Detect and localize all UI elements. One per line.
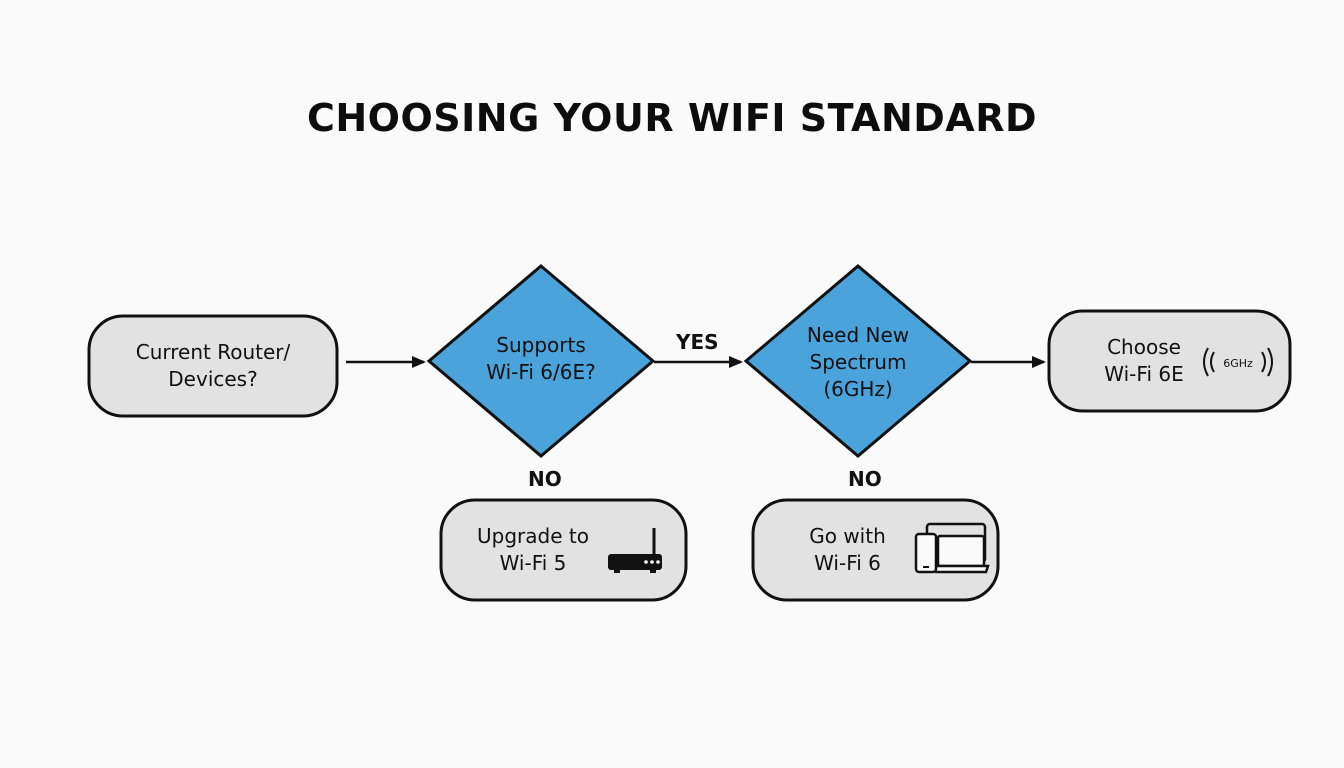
result-wifi5-label: Upgrade to Wi-Fi 5 bbox=[458, 500, 608, 600]
decision-support-label: Supports Wi-Fi 6/6E? bbox=[461, 318, 621, 400]
result-wifi6-line2: Wi-Fi 6 bbox=[814, 551, 881, 575]
decision-spectrum-line1: Need New bbox=[806, 322, 910, 347]
decision-support-line1: Supports bbox=[496, 333, 586, 357]
router-icon bbox=[608, 528, 662, 573]
result-wifi6-line1: Go with bbox=[809, 524, 886, 548]
decision-spectrum-diamond bbox=[743, 264, 973, 458]
result-6e-label: Choose Wi-Fi 6E bbox=[1088, 311, 1200, 411]
result-6e-line1: Choose bbox=[1107, 335, 1181, 359]
result-wifi5-line2: Wi-Fi 5 bbox=[499, 551, 567, 575]
diagram-title: CHOOSING YOUR WIFI STANDARD bbox=[306, 96, 1038, 140]
result-wifi5-line1: Upgrade to bbox=[477, 524, 589, 548]
decision-support-diamond bbox=[426, 264, 656, 458]
start-node-label: Current Router/ Devices? bbox=[89, 316, 337, 416]
devices-icon bbox=[914, 522, 990, 574]
decision-spectrum-label: Need New Spectrum (6GHz) bbox=[778, 320, 938, 404]
wifi-6ghz-icon-label: 6GHz bbox=[1223, 357, 1253, 370]
start-node-line1: Current Router/ bbox=[135, 340, 291, 364]
decision-spectrum-line3: (6GHz) bbox=[823, 376, 893, 401]
result-6e-line2: Wi-Fi 6E bbox=[1104, 362, 1184, 386]
edge-label-yes: YES bbox=[676, 330, 719, 354]
result-wifi5-shape bbox=[439, 498, 688, 602]
edge-label-no-support: NO bbox=[528, 467, 562, 491]
decision-support-line2: Wi-Fi 6/6E? bbox=[486, 360, 596, 384]
decision-spectrum-line2: Spectrum bbox=[809, 349, 907, 374]
result-wifi6-label: Go with Wi-Fi 6 bbox=[775, 500, 920, 600]
start-node-line2: Devices? bbox=[168, 367, 258, 391]
wifi-6ghz-icon: 6GHz bbox=[1203, 347, 1273, 377]
edge-label-no-spectrum: NO bbox=[848, 467, 882, 491]
result-6e-shape bbox=[1047, 309, 1292, 413]
start-node-shape bbox=[87, 314, 339, 418]
